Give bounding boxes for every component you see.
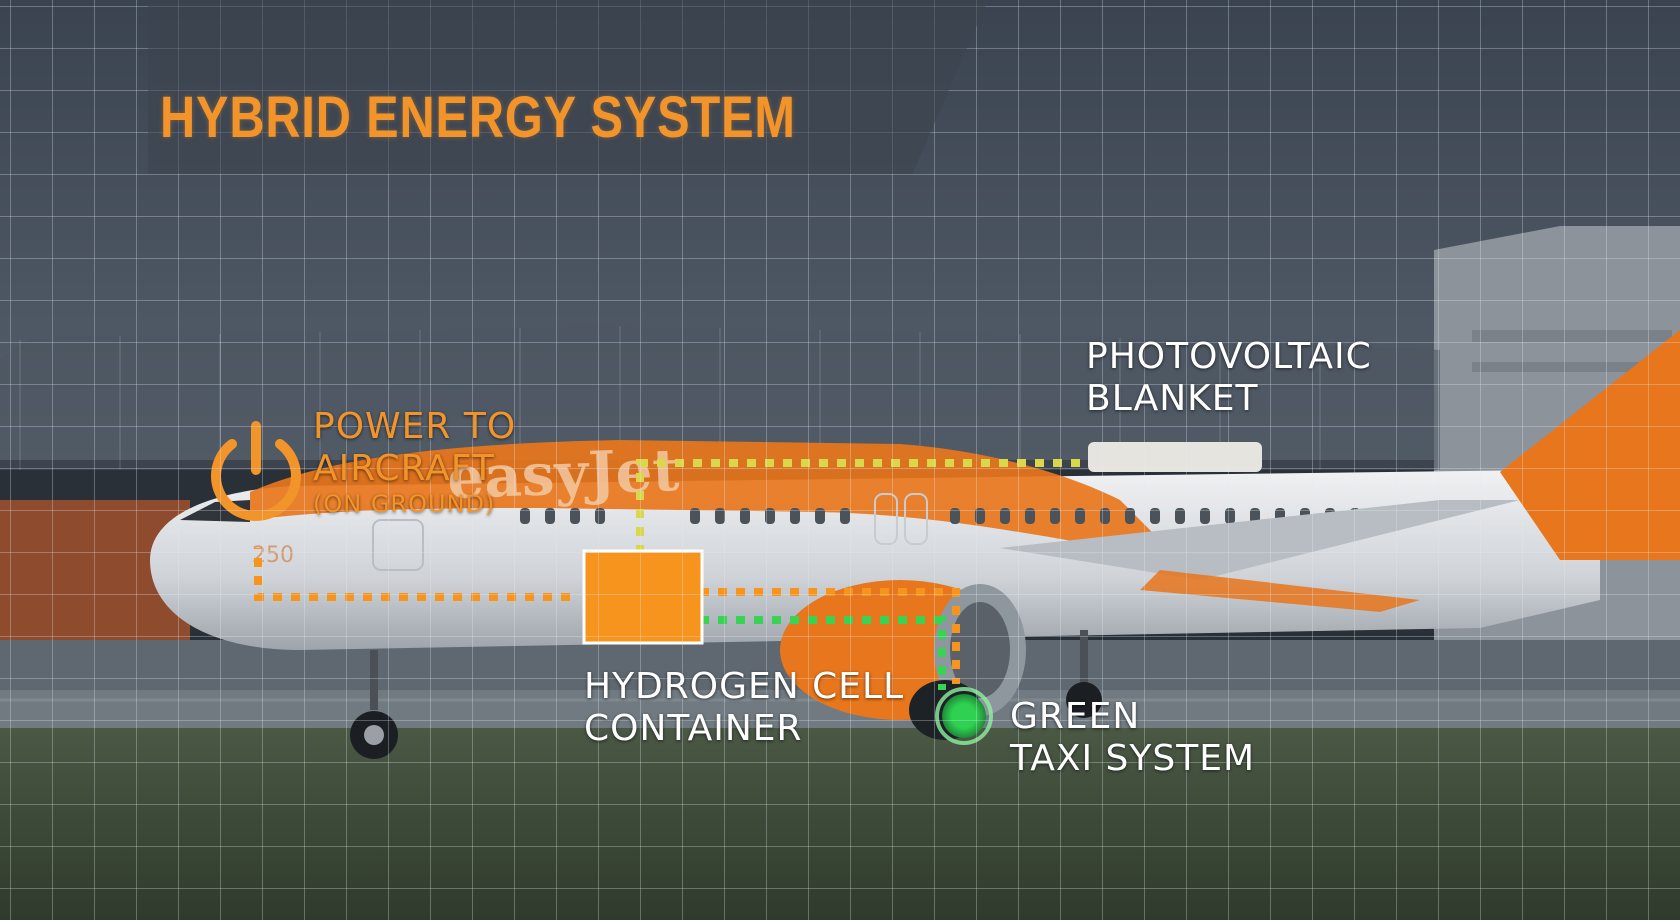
nose-landing-gear <box>350 650 398 759</box>
background-stands <box>0 326 1440 470</box>
label-line: HYDROGEN CELL <box>584 666 905 707</box>
green-taxi-connection-line <box>700 616 946 690</box>
grass <box>0 728 1680 920</box>
label-line: BLANKET <box>1086 378 1259 419</box>
power-icon <box>211 421 301 521</box>
title-panel <box>148 0 988 174</box>
hydrogen-cell-container-label: HYDROGEN CELL CONTAINER <box>584 666 904 750</box>
photovoltaic-blanket-shape <box>1088 442 1262 472</box>
diagram-title: HYBRID ENERGY SYSTEM <box>160 85 796 150</box>
label-line: TAXI SYSTEM <box>1010 738 1256 779</box>
label-line: GREEN <box>1010 696 1141 737</box>
power-to-aircraft-label: POWER TO AIRCRAFT (ON GROUND) <box>313 406 516 518</box>
label-line: POWER TO <box>313 406 517 447</box>
green-taxi-system-label: GREEN TAXI SYSTEM <box>1010 696 1255 780</box>
label-line: AIRCRAFT <box>313 448 495 489</box>
green-dot-icon <box>935 687 993 745</box>
label-line: (ON GROUND) <box>313 490 496 518</box>
label-line: PHOTOVOLTAIC <box>1086 336 1372 377</box>
photovoltaic-blanket-label: PHOTOVOLTAIC BLANKET <box>1086 336 1372 420</box>
hydrogen-cell-container-shape <box>582 549 704 645</box>
photovoltaic-connection-line <box>636 459 1080 550</box>
power-connection-line <box>254 548 570 601</box>
taxi-power-line <box>700 588 960 684</box>
label-line: CONTAINER <box>584 708 803 749</box>
